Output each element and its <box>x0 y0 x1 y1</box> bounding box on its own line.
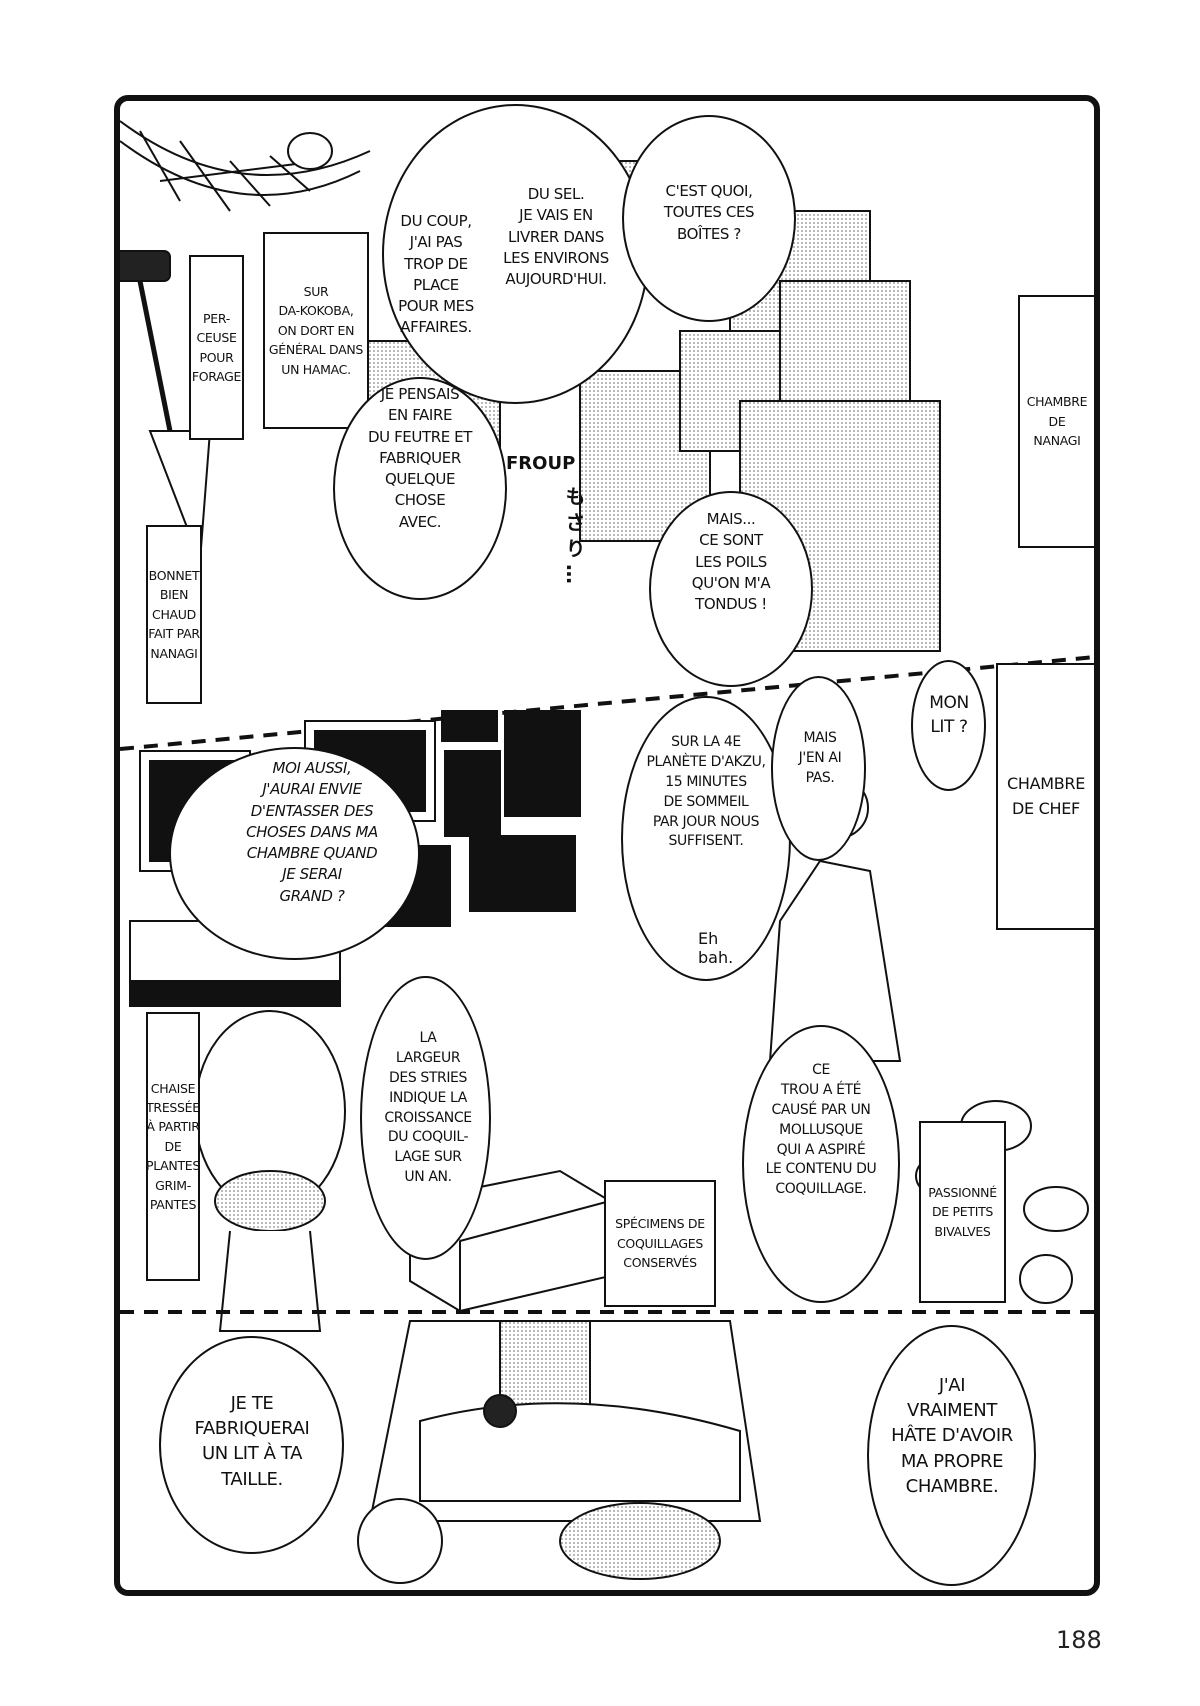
page-number: 188 <box>1056 1626 1102 1654</box>
speech-bubble-mais-poils <box>649 491 813 687</box>
bubble-text-du-coup: DU COUP, J'AI PAS TROP DE PLACE POUR MES… <box>398 212 474 337</box>
speech-bubble-la-largeur <box>360 976 491 1260</box>
caption-nanagi-room: CHAMBRE DE NANAGI <box>1018 295 1094 548</box>
sfx-froup: FROUP <box>506 453 576 474</box>
caption-bivalves: PASSIONNÉ DE PETITS BIVALVES <box>919 1121 1006 1303</box>
speech-bubble-je-te-fabriquerai <box>159 1336 344 1554</box>
bed-scene-drawing <box>357 1320 762 1584</box>
speech-bubble-ce-trou <box>742 1025 900 1303</box>
thought-bubble-moi-aussi <box>169 747 420 960</box>
speech-bubble-du-coup <box>382 104 649 404</box>
bubble-text-je-pensais: JE PENSAIS EN FAIRE DU FEUTRE ET FABRIQU… <box>367 385 473 531</box>
bubble-text-mais-jen-ai-pas: MAIS J'EN AI PAS. <box>798 730 842 786</box>
speech-bubble-mon-lit <box>911 660 986 791</box>
hammock-drawing <box>120 120 371 212</box>
speech-bubble-jai-vraiment <box>867 1325 1036 1586</box>
speech-bubble-sur-la-4e <box>621 696 791 981</box>
caption-hammock: SUR DA-KOKOBA, ON DORT EN GÉNÉRAL DANS U… <box>263 232 369 429</box>
bubble-text-ce-trou: CE TROU A ÉTÉ CAUSÉ PAR UN MOLLUSQUE QUI… <box>765 1062 877 1198</box>
caption-specimens: SPÉCIMENS DE COQUILLAGES CONSERVÉS <box>604 1180 716 1307</box>
sfx-mosari: もさり… <box>562 486 586 590</box>
sfx-eh-bah: Eh bah. <box>698 929 734 967</box>
bubble-text-du-sel: DU SEL. JE VAIS EN LIVRER DANS LES ENVIR… <box>503 185 609 289</box>
speech-bubble-mais-jen-ai-pas <box>771 676 866 861</box>
speech-bubble-je-pensais <box>333 377 507 600</box>
bubble-text-cest-quoi: C'EST QUOI, TOUTES CES BOÎTES ? <box>663 182 755 243</box>
caption-hat: BONNET BIEN CHAUD FAIT PAR NANAGI <box>146 525 202 704</box>
bubble-text-sur-la-4e: SUR LA 4E PLANÈTE D'AKZU, 15 MINUTES DE … <box>646 734 766 850</box>
wicker-chair-drawing <box>194 1010 346 1332</box>
bubble-text-mais-poils: MAIS... CE SONT LES POILS QU'ON M'A TOND… <box>691 510 771 614</box>
bubble-text-moi-aussi: MOI AUSSI, J'AURAI ENVIE D'ENTASSER DES … <box>246 759 378 905</box>
caption-chef-room: CHAMBRE DE CHEF <box>996 663 1094 930</box>
caption-chair: CHAISE TRESSÉE À PARTIR DE PLANTES GRIM-… <box>146 1012 200 1281</box>
speech-bubble-cest-quoi <box>622 115 796 322</box>
bubble-text-jai-vraiment: J'AI VRAIMENT HÂTE D'AVOIR MA PROPRE CHA… <box>891 1375 1013 1497</box>
bubble-text-mon-lit: MON LIT ? <box>929 693 969 738</box>
caption-drill: PER- CEUSE POUR FORAGE <box>189 255 244 440</box>
bubble-text-je-te-fabriquerai: JE TE FABRIQUERAI UN LIT À TA TAILLE. <box>194 1393 310 1490</box>
bubble-text-la-largeur: LA LARGEUR DES STRIES INDIQUE LA CROISSA… <box>384 1030 472 1186</box>
manga-page-frame: PER- CEUSE POUR FORAGE SUR DA-KOKOBA, ON… <box>114 95 1100 1596</box>
